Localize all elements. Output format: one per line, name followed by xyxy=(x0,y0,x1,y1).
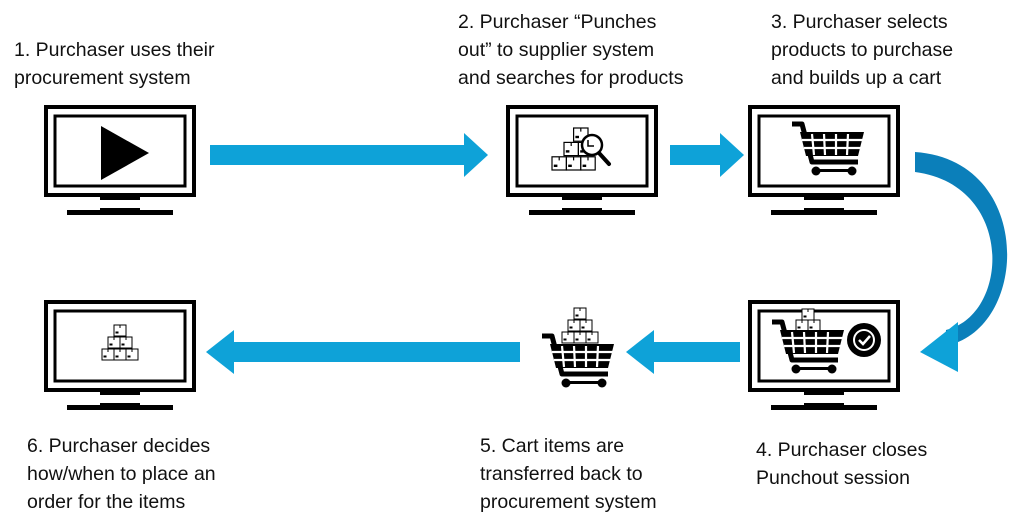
arrow-6-from-5 xyxy=(206,330,520,374)
step-1-line-2: procurement system xyxy=(14,67,191,89)
step-2-line-1: 2. Purchaser “Punches xyxy=(458,11,657,33)
step-3-label: 3. Purchaser selects products to purchas… xyxy=(771,8,953,92)
step-6-line-1: 6. Purchaser decides xyxy=(27,435,211,457)
step-5-line-3: procurement system xyxy=(480,491,657,513)
step-2-label: 2. Purchaser “Punches out” to supplier s… xyxy=(458,8,683,92)
step-3-line-3: and builds up a cart xyxy=(771,67,942,89)
step-3-line-1: 3. Purchaser selects xyxy=(771,11,948,33)
step-4-label: 4. Purchaser closes Punchout session xyxy=(756,436,927,492)
step-4-line-2: Punchout session xyxy=(756,467,910,489)
play-icon xyxy=(101,126,149,180)
arrow-5-to-4-left xyxy=(626,330,740,374)
monitor-6 xyxy=(44,300,196,410)
step-1-line-1: 1. Purchaser uses their xyxy=(14,39,215,61)
step-6-label: 6. Purchaser decides how/when to place a… xyxy=(27,432,216,516)
step-5-line-2: transferred back to xyxy=(480,463,643,485)
arrow-1-to-2 xyxy=(210,133,488,177)
arrow-2-to-3 xyxy=(670,133,744,177)
step-6-line-3: order for the items xyxy=(27,491,186,513)
monitor-4 xyxy=(748,300,900,410)
step-5-line-1: 5. Cart items are xyxy=(480,435,625,457)
step-2-line-2: out” to supplier system xyxy=(458,39,655,61)
monitor-1 xyxy=(44,105,196,215)
step-5-label: 5. Cart items are transferred back to pr… xyxy=(480,432,657,516)
step-3-line-2: products to purchase xyxy=(771,39,954,61)
step-1-label: 1. Purchaser uses their procurement syst… xyxy=(14,36,215,92)
boxes-search-icon xyxy=(551,127,611,171)
cart-checkmark-badge-icon xyxy=(772,308,881,374)
step-6-line-2: how/when to place an xyxy=(27,463,216,485)
curved-arrow-3-to-4 xyxy=(915,152,1008,372)
step-2-line-3: and searches for products xyxy=(458,67,684,89)
cart-with-boxes-icon xyxy=(542,307,614,388)
monitor-2 xyxy=(506,105,658,215)
monitor-3 xyxy=(748,105,900,215)
step-4-line-1: 4. Purchaser closes xyxy=(756,439,928,461)
